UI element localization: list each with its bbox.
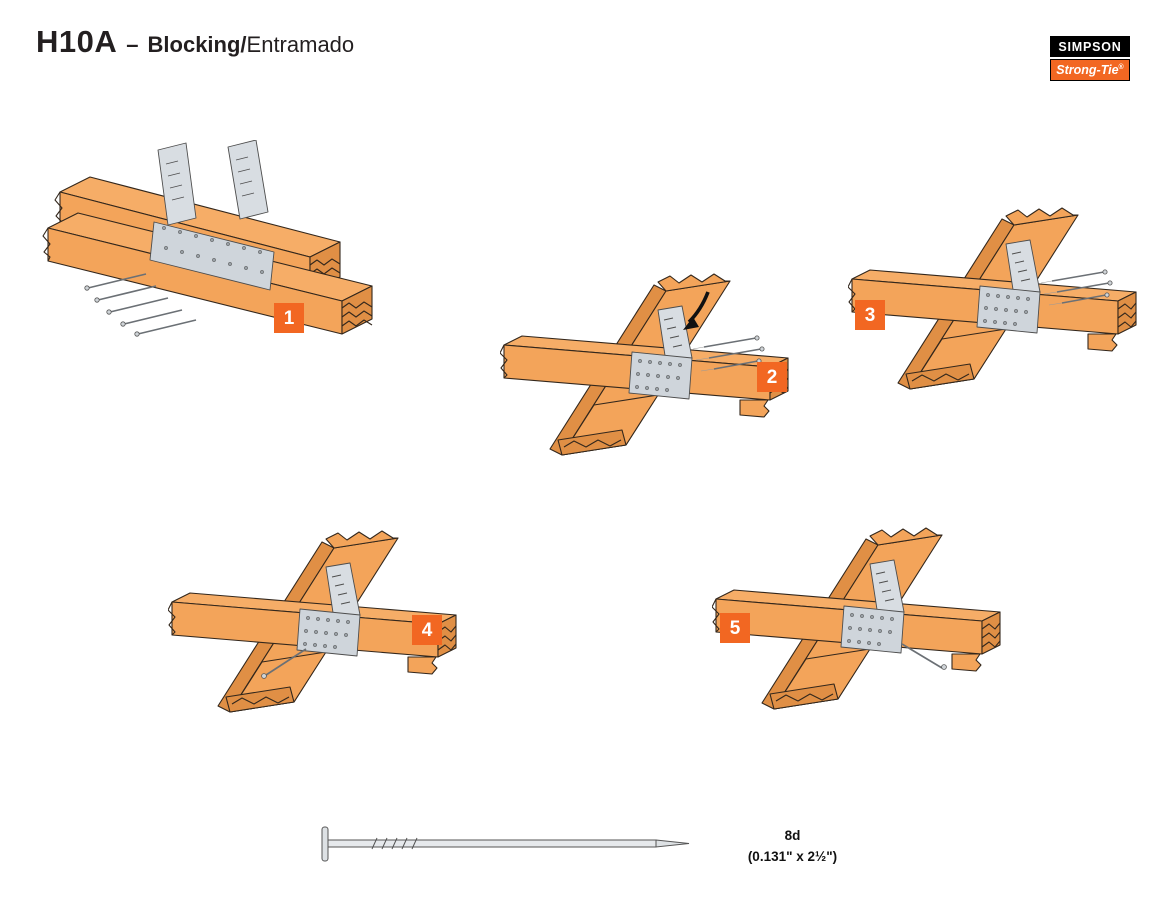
nail-driving-graphic xyxy=(261,648,307,679)
beam-connector-graphic xyxy=(30,140,400,355)
step-2-illustration: 2 xyxy=(500,248,800,463)
simpson-strongtie-logo: SIMPSON Strong-Tie® xyxy=(1050,36,1130,81)
step-4-illustration: 4 xyxy=(168,505,468,720)
page-title: H10A – Blocking/ Entramado xyxy=(36,24,354,60)
title-spanish: Entramado xyxy=(246,32,355,57)
step-4-badge: 4 xyxy=(412,615,442,645)
logo-strongtie-text: Strong-Tie® xyxy=(1050,59,1130,81)
registered-mark: ® xyxy=(1118,63,1124,71)
nail-spec-label: 8d (0.131" x 2½") xyxy=(700,826,885,868)
model-number: H10A xyxy=(36,24,118,59)
step-5-illustration: 5 xyxy=(712,502,1012,717)
cross-blocking-graphic xyxy=(848,182,1148,397)
step-1-badge: 1 xyxy=(274,303,304,333)
step-2-badge: 2 xyxy=(757,362,787,392)
nail-size: 8d xyxy=(784,828,801,843)
step-5-badge: 5 xyxy=(720,613,750,643)
step-3-illustration: 3 xyxy=(848,182,1148,397)
step-3-badge: 3 xyxy=(855,300,885,330)
logo-simpson-text: SIMPSON xyxy=(1050,36,1130,57)
nail-spec-graphic xyxy=(315,824,700,869)
title-separator: – xyxy=(126,32,139,57)
nail-dimensions: (0.131" x 2½") xyxy=(747,848,838,864)
cross-blocking-graphic xyxy=(712,502,1012,717)
placement-arrow-icon xyxy=(683,291,710,330)
cross-blocking-graphic xyxy=(168,505,468,720)
nail-driving-graphic xyxy=(901,643,947,670)
nails-graphic xyxy=(1040,269,1113,306)
cross-blocking-graphic xyxy=(500,248,800,463)
logo-strongtie-label: Strong-Tie xyxy=(1056,63,1119,77)
nails-graphic xyxy=(692,335,765,372)
step-1-illustration: 1 xyxy=(30,140,400,355)
nail-drawing xyxy=(321,826,690,862)
title-english: Blocking/ xyxy=(147,32,247,57)
